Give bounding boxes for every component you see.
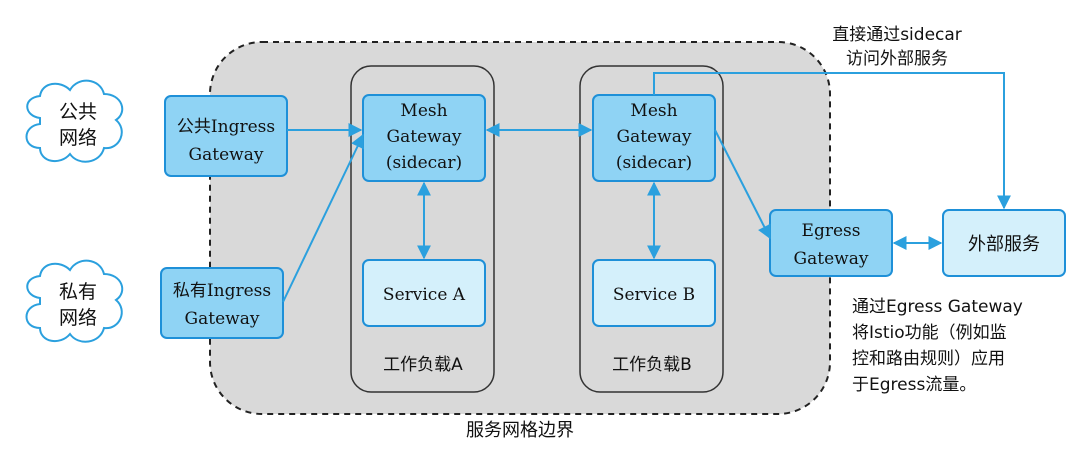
public-ingress-line2: Gateway xyxy=(189,145,264,165)
note-egress-line4: 于Egress流量。 xyxy=(852,375,976,395)
mesh-b-line3: (sidecar) xyxy=(616,153,692,173)
external-service: 外部服务 xyxy=(942,209,1066,277)
public-cloud-line2: 网络 xyxy=(59,127,97,149)
workload-b-container xyxy=(579,65,724,393)
private-ingress-gateway: 私有Ingress Gateway xyxy=(160,267,284,339)
private-cloud-line2: 网络 xyxy=(59,307,97,329)
workload-a-label: 工作负载A xyxy=(383,355,463,375)
public-network-cloud: 公共 网络 xyxy=(25,79,124,163)
note-egress-line2: 将Istio功能（例如监 xyxy=(852,323,1007,343)
public-ingress-line1: 公共Ingress xyxy=(177,117,275,137)
external-service-label: 外部服务 xyxy=(968,234,1040,255)
note-egress-line3: 控和路由规则）应用 xyxy=(852,349,1005,369)
egress-line2: Gateway xyxy=(794,249,869,269)
mesh-boundary xyxy=(209,41,831,415)
mesh-gateway-a: Mesh Gateway (sidecar) xyxy=(362,94,486,182)
private-ingress-line2: Gateway xyxy=(185,309,260,329)
private-ingress-line1: 私有Ingress xyxy=(173,281,271,301)
mesh-a-line2: Gateway xyxy=(387,127,462,147)
workload-a-container xyxy=(350,65,495,393)
egress-line1: Egress xyxy=(802,221,861,241)
mesh-boundary-label: 服务网格边界 xyxy=(466,420,574,441)
private-network-cloud: 私有 网络 xyxy=(25,259,124,343)
mesh-a-line1: Mesh xyxy=(400,101,447,121)
service-a-label: Service A xyxy=(383,285,466,305)
arrow-mesh-b-to-egress xyxy=(714,129,771,240)
service-b-label: Service B xyxy=(613,285,695,305)
note-egress-line1: 通过Egress Gateway xyxy=(852,297,1023,317)
note-sidecar-line1: 直接通过sidecar xyxy=(832,25,962,45)
arrow-sidecar-direct-external xyxy=(653,72,1011,210)
note-sidecar-line2: 访问外部服务 xyxy=(846,49,948,69)
private-cloud-line1: 私有 xyxy=(59,281,97,303)
mesh-a-line3: (sidecar) xyxy=(386,153,462,173)
workload-b-label: 工作负载B xyxy=(612,355,692,375)
service-b: Service B xyxy=(592,259,716,327)
arrow-private-ingress-to-mesh-a xyxy=(282,133,364,303)
public-ingress-gateway: 公共Ingress Gateway xyxy=(164,95,288,177)
public-cloud-line1: 公共 xyxy=(59,101,97,123)
service-a: Service A xyxy=(362,259,486,327)
mesh-b-line1: Mesh xyxy=(630,101,677,121)
mesh-gateway-b: Mesh Gateway (sidecar) xyxy=(592,94,716,182)
mesh-b-line2: Gateway xyxy=(617,127,692,147)
egress-gateway: Egress Gateway xyxy=(769,209,893,277)
